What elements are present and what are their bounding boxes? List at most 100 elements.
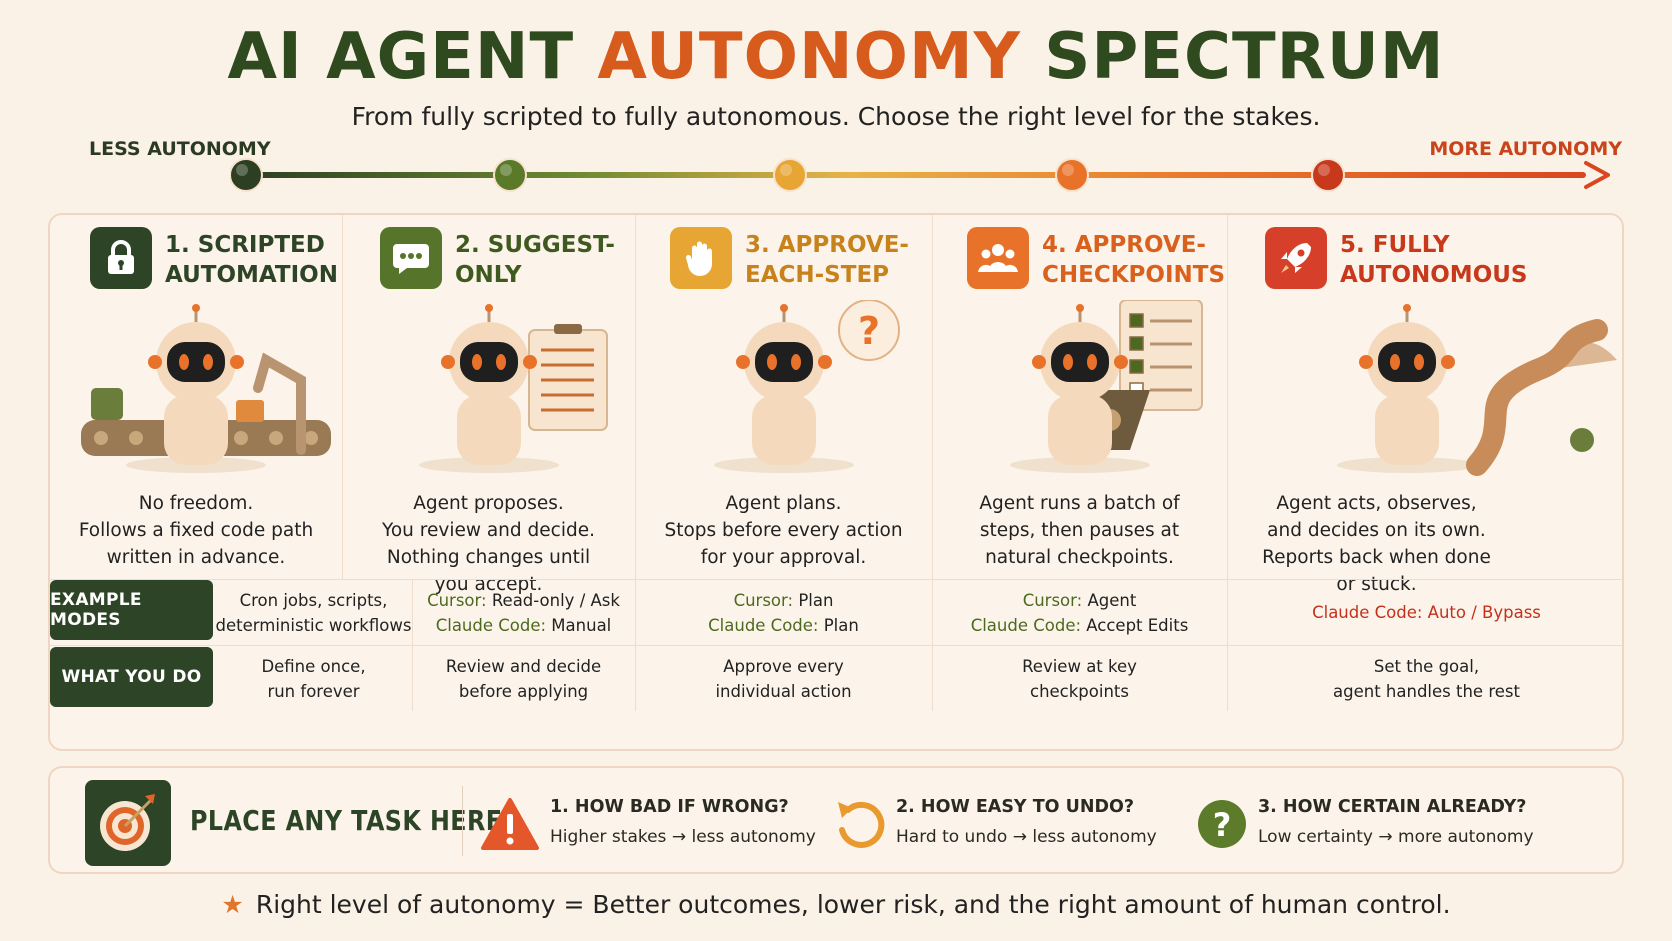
description-line: for your approval. [700,547,867,568]
task-panel-title: PLACE ANY TASK HERE [190,804,503,837]
task-placement-panel: PLACE ANY TASK HERE 1. HOW BAD IF WRONG?… [48,766,1624,874]
column-divider [635,215,636,580]
description-line: Agent plans. [725,493,842,514]
task-panel-divider [462,786,463,856]
spectrum-node-highlight [500,164,512,176]
mode-name: Accept Edits [1081,615,1189,635]
spectrum-node-5 [1311,158,1345,192]
description-line: You review and decide. [382,520,595,541]
undo-arrow-icon [838,801,885,848]
mode-name: Plan [793,590,834,610]
question-2-guidance: Hard to undo → less autonomy [896,827,1157,847]
cell-divider [412,580,413,645]
tool-name: Claude Code: [970,615,1082,635]
question-1-guidance: Higher stakes → less autonomy [550,827,816,847]
what-you-do-label: WHAT YOU DO [50,647,213,707]
example-mode-line: Claude Code: Accept Edits [932,613,1227,638]
example-mode-line: Cursor: Agent [932,588,1227,613]
what-you-do-line: individual action [715,681,852,701]
mode-name: Manual [546,615,612,635]
level-description: Agent acts, observes,and decides on its … [1177,490,1576,598]
what-you-do-cell: Define once,run forever [215,646,412,711]
cell-divider [932,646,933,711]
svg-text:?: ? [858,309,880,353]
spectrum-node-3 [773,158,807,192]
what-you-do-line: Set the goal, [1373,656,1480,676]
tool-name: Cursor: [427,590,487,610]
level-title: 4. APPROVE-CHECKPOINTS [1042,232,1226,288]
star-icon: ★ [221,890,244,919]
description-line: natural checkpoints. [985,547,1174,568]
question-3-guidance: Low certainty → more autonomy [1258,827,1534,847]
example-mode-line: Claude Code: Plan [635,613,932,638]
footer-text: Right level of autonomy = Better outcome… [255,890,1451,919]
less-autonomy-label: LESS AUTONOMY [89,138,271,160]
column-divider [1227,215,1228,580]
rocket-icon [1265,227,1327,289]
example-modes-label: EXAMPLE MODES [50,580,213,640]
description-line: Agent runs a batch of [979,493,1180,514]
description-line: Agent proposes. [413,493,564,514]
tool-name: Claude Code: [708,615,819,635]
what-you-do-line: agent handles the rest [1333,681,1520,701]
description-line: Nothing changes until [386,547,591,568]
level-title: 2. SUGGEST-ONLY [455,232,615,288]
example-mode-line: Cron jobs, scripts, [239,590,388,610]
robot-illustration: ? [635,299,932,480]
title-part-1: AI AGENT [227,20,575,94]
description-line: Stops before every action [664,520,903,541]
target-icon [85,780,171,866]
spectrum-node-2 [493,158,527,192]
mode-name: Plan [818,615,859,635]
example-mode-line: deterministic workflows [215,615,412,635]
example-mode-line: Cursor: Plan [635,588,932,613]
robot-illustration [342,300,635,480]
what-you-do-cell: Approve every individual action [635,646,932,711]
what-you-do-line: run forever [267,681,360,701]
svg-text:?: ? [1213,806,1232,844]
spectrum-node-highlight [236,164,248,176]
level-card-approve-checkpoints: 4. APPROVE-CHECKPOINTS Agent runs a batch… [932,215,1227,615]
level-description: Agent plans. Stops before every action for… [635,490,932,571]
spectrum-node-highlight [1062,164,1074,176]
robot-illustration [50,300,342,480]
column-divider [342,215,343,580]
page-title: AI AGENT AUTONOMY SPECTRUM [0,20,1672,94]
mode-name: Read-only / Ask [486,590,620,610]
cell-divider [1227,580,1228,645]
description-line: Reports back when done [1262,547,1491,568]
description-line: No freedom. [138,493,254,514]
level-title: 3. APPROVE-EACH-STEP [745,232,909,288]
what-you-do-line: Approve every [723,656,844,676]
example-mode-line: Claude Code: Manual [412,613,635,638]
robot-illustration [932,299,1227,480]
level-card-suggest-only: 2. SUGGEST-ONLY Agent proposes. You review… [342,215,635,615]
robot-illustration [1227,300,1622,480]
description-line: Follows a fixed code path [78,520,314,541]
what-you-do-line: Review at key [1022,656,1137,676]
chat-bubble-icon [380,227,442,289]
example-mode-cell: Claude Code: Auto / Bypass [1227,580,1622,645]
people-group-icon [967,227,1029,289]
hand-stop-icon [670,227,732,289]
what-you-do-line: Review and decide [445,656,602,676]
cell-divider [932,580,933,645]
question-2-heading: 2. HOW EASY TO UNDO? [896,797,1135,817]
example-mode-line: Claude Code: Auto / Bypass [1227,600,1622,625]
row-divider [50,579,1622,580]
level-card-approve-each-step: 3. APPROVE-EACH-STEP? Agent plans. Stops b… [635,215,932,615]
tool-name: Cursor: [1022,590,1083,610]
question-circle-icon: ? [1198,800,1246,848]
mode-name: Agent [1082,590,1137,610]
footer-summary: ★ Right level of autonomy = Better outcom… [0,890,1672,919]
tool-name: Claude Code: [435,615,547,635]
warning-triangle-icon [481,798,539,850]
